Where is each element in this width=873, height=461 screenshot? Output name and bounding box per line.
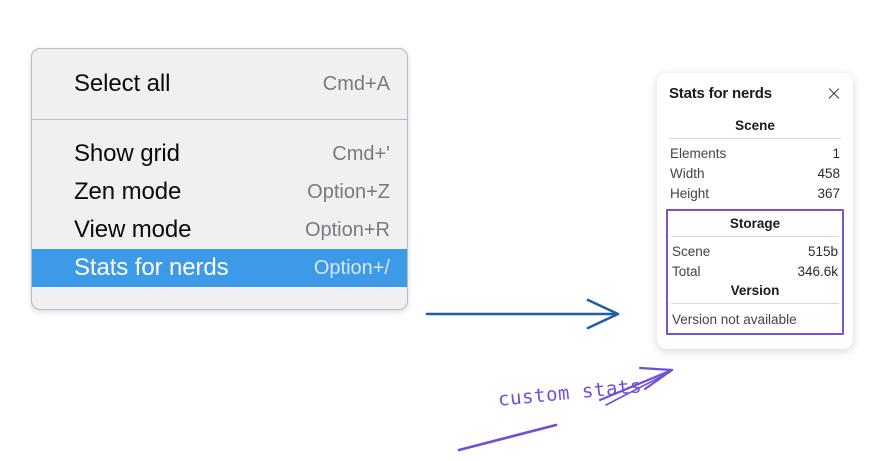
stat-row: Elements 1 [666,143,844,163]
menu-item-label: Zen mode [74,178,182,205]
stat-label: Elements [670,145,727,161]
blue-arrow-icon [425,298,620,330]
menu-item-shortcut: Cmd+' [332,142,390,165]
divider [671,236,839,237]
menu-item-stats-for-nerds[interactable]: Stats for nerds Option+/ [32,249,407,287]
menu-item-shortcut: Option+/ [313,256,390,279]
menu-item-show-grid[interactable]: Show grid Cmd+' [32,135,407,173]
stat-label: Height [670,185,710,201]
section-heading-scene: Scene [735,118,775,133]
stat-label: Total [672,263,701,279]
menu-group-bottom: Show grid Cmd+' Zen mode Option+Z View m… [32,120,407,309]
stat-value: 515b [807,243,838,259]
context-menu[interactable]: Select all Cmd+A Show grid Cmd+' Zen mod… [31,48,408,310]
menu-item-shortcut: Option+Z [307,180,390,203]
stat-label: Scene [672,243,711,259]
menu-item-select-all[interactable]: Select all Cmd+A [32,65,407,103]
menu-item-zen-mode[interactable]: Zen mode Option+Z [32,173,407,211]
version-text: Version not available [672,312,797,327]
menu-bottom-padding [32,287,407,309]
section-heading-version: Version [730,283,780,298]
menu-item-shortcut: Option+R [304,218,390,241]
menu-item-label: Show grid [74,140,180,167]
stat-label: Width [670,165,705,181]
menu-group-top: Select all Cmd+A [32,49,407,120]
stat-value: 346.6k [797,263,838,279]
menu-item-view-mode[interactable]: View mode Option+R [32,211,407,249]
purple-underline-stroke [457,423,558,452]
close-icon[interactable] [826,86,842,102]
stat-row: Total 346.6k [668,261,842,281]
stat-row: Height 367 [666,183,844,203]
panel-header: Stats for nerds [666,85,844,102]
divider [671,303,839,304]
menu-item-label: Stats for nerds [74,254,229,281]
menu-item-shortcut: Cmd+A [322,72,390,95]
stat-value: 1 [832,145,840,161]
stats-for-nerds-panel[interactable]: Stats for nerds Scene Elements 1 Width 4… [657,73,853,349]
section-heading-storage: Storage [729,216,781,231]
panel-title: Stats for nerds [669,85,772,102]
handwritten-annotation-custom-stats: custom stats [497,375,643,411]
menu-item-label: Select all [74,70,171,97]
divider [669,138,841,139]
stat-value: 367 [817,185,840,201]
stat-row: Scene 515b [668,241,842,261]
stat-value: 458 [817,165,840,181]
menu-item-label: View mode [74,216,192,243]
stat-row: Width 458 [666,163,844,183]
custom-stats-highlight-box: Storage Scene 515b Total 346.6k Version … [666,209,844,335]
